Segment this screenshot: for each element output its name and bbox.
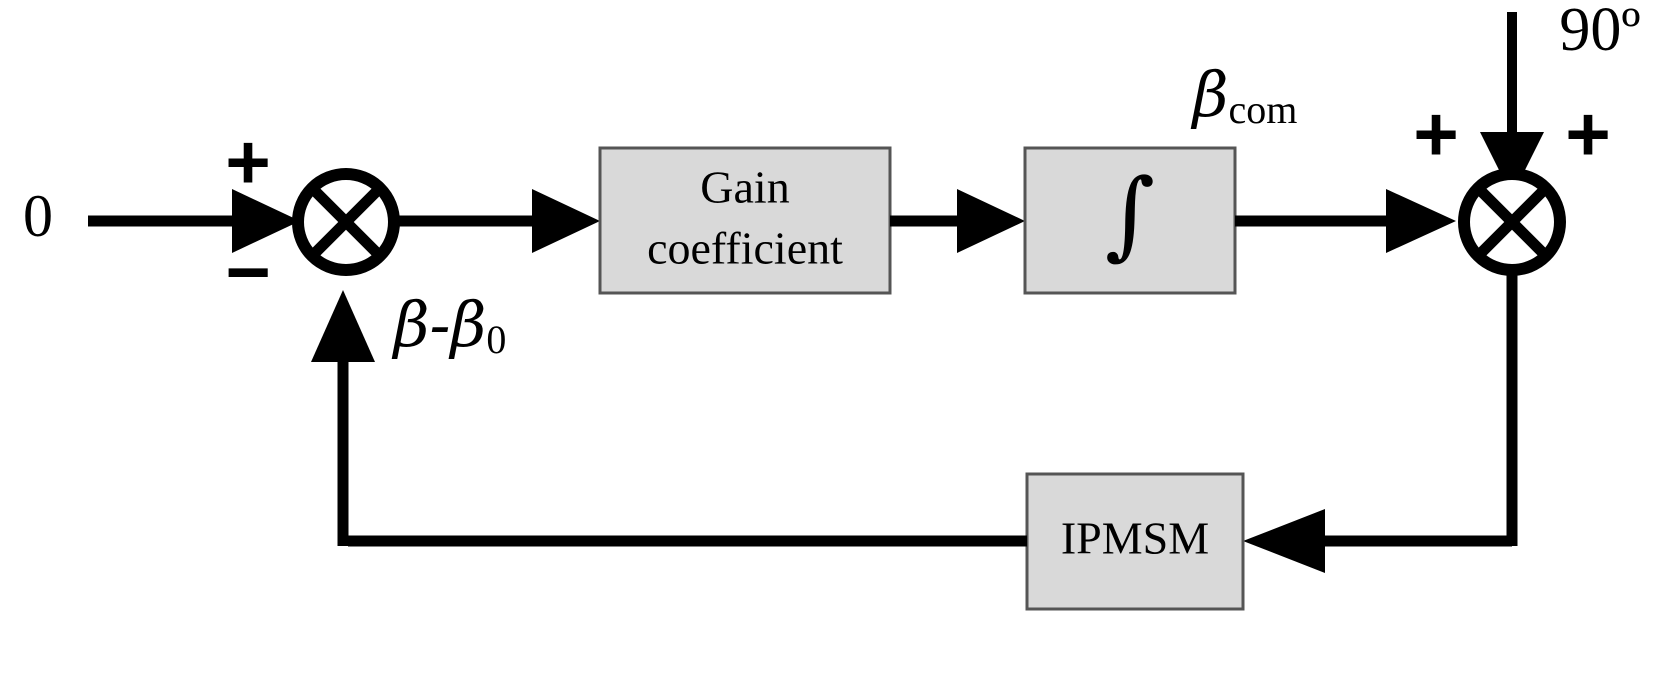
gain-input-arrowhead: [532, 189, 600, 253]
ipmsm-to-sum1-feedback-wire: [311, 290, 1027, 547]
second-summing-junction: [1458, 168, 1566, 276]
beta-com-subscript: com: [1228, 87, 1297, 132]
sum2-to-ipmsm-wire: [1243, 265, 1518, 573]
beta-zero-subscript: 0: [486, 317, 506, 362]
offset-injection-wire: [1480, 12, 1544, 196]
beta-symbol: β: [1191, 58, 1229, 131]
first-summing-junction: [292, 168, 400, 276]
gain-to-integrator-wire: [890, 189, 1025, 253]
sum2-plus-left-sign: +: [1413, 90, 1459, 178]
feedback-signal-label: β-β0: [392, 288, 507, 362]
reference-input-label: 0: [23, 183, 53, 249]
integrator-to-sum2-wire: [1235, 189, 1456, 253]
sum1-to-gain-wire: [394, 189, 600, 253]
input-arrowhead: [232, 189, 300, 253]
gain-block-label-line2: coefficient: [647, 223, 843, 274]
offset-arrowhead: [1480, 132, 1544, 196]
integrator-output-signal-label: βcom: [1191, 58, 1298, 132]
offset-angle-label: 90º: [1559, 0, 1640, 64]
ipmsm-block-label: IPMSM: [1061, 513, 1209, 564]
sum2-plus-right-sign: +: [1565, 90, 1611, 178]
sum1-minus-sign: −: [225, 228, 271, 316]
integral-symbol: ∫: [1105, 158, 1155, 270]
integrator-block[interactable]: ∫: [1023, 146, 1237, 295]
ipmsm-block[interactable]: IPMSM: [1025, 472, 1245, 611]
gain-coefficient-block[interactable]: Gain coefficient: [598, 146, 892, 295]
sum1-plus-sign: +: [225, 118, 271, 206]
beta-difference-symbol: β-β: [392, 288, 487, 361]
sum2-input-arrowhead: [1386, 189, 1456, 253]
input-wire: [88, 189, 300, 253]
feedback-arrowhead: [311, 290, 375, 362]
ipmsm-input-arrowhead: [1243, 509, 1325, 573]
gain-block-label-line1: Gain: [700, 162, 789, 213]
integrator-input-arrowhead: [957, 189, 1025, 253]
